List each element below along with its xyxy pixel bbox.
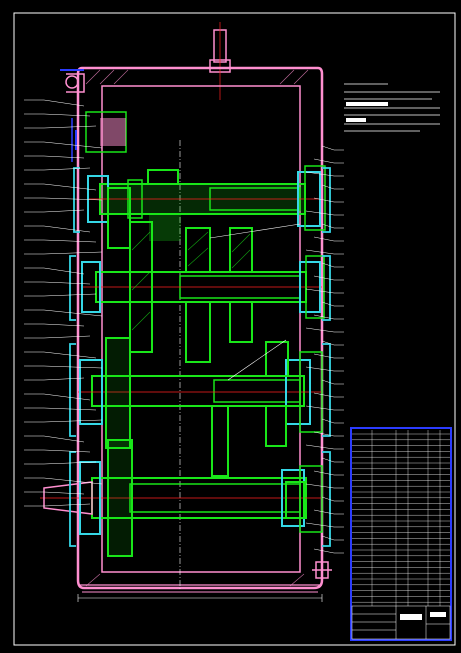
leader-lines-right bbox=[305, 145, 344, 554]
leader-line bbox=[43, 239, 97, 243]
leader-line bbox=[313, 236, 335, 242]
leader-line bbox=[43, 477, 103, 485]
leader-line bbox=[43, 197, 103, 201]
gear-4a bbox=[107, 439, 305, 557]
leader-line bbox=[43, 323, 85, 327]
leader-line bbox=[43, 393, 91, 401]
leader-line bbox=[313, 353, 335, 359]
leader-line bbox=[305, 366, 335, 372]
parts-list-table bbox=[350, 427, 452, 641]
leader-line bbox=[305, 444, 335, 450]
leader-line bbox=[321, 145, 335, 151]
leader-line bbox=[43, 225, 91, 233]
leader-line bbox=[43, 167, 91, 171]
leader-line bbox=[321, 340, 335, 346]
gear-3a bbox=[105, 337, 289, 477]
leader-line bbox=[321, 301, 335, 307]
leader-line bbox=[43, 309, 103, 317]
leader-line bbox=[313, 431, 335, 437]
gear-2a bbox=[129, 221, 301, 363]
leader-line bbox=[305, 405, 335, 411]
leader-line bbox=[43, 377, 85, 381]
leader-line bbox=[313, 314, 335, 320]
leader-line bbox=[43, 99, 85, 107]
leader-line bbox=[43, 365, 103, 369]
leader-line bbox=[43, 183, 97, 191]
leader-line bbox=[305, 249, 335, 255]
leader-line bbox=[305, 210, 335, 216]
leader-line bbox=[305, 288, 335, 294]
breather-plug bbox=[209, 22, 231, 100]
leader-line bbox=[43, 155, 85, 159]
lifting-lug bbox=[60, 69, 85, 93]
leader-line bbox=[313, 392, 335, 398]
leader-line bbox=[43, 449, 91, 453]
leader-line bbox=[321, 535, 335, 541]
shaft-4 bbox=[40, 461, 323, 535]
leader-line bbox=[43, 209, 85, 213]
left-bearing-covers bbox=[69, 118, 80, 547]
leader-line bbox=[43, 461, 97, 465]
shaft-3 bbox=[78, 351, 323, 433]
gear-1a bbox=[107, 169, 181, 249]
title-block bbox=[351, 605, 451, 640]
leader-line bbox=[43, 419, 103, 423]
leader-line bbox=[43, 267, 85, 275]
leader-line bbox=[305, 327, 335, 333]
leader-line bbox=[313, 548, 335, 554]
leader-line bbox=[43, 281, 91, 285]
leader-line bbox=[43, 407, 97, 411]
leader-line bbox=[321, 262, 335, 268]
leader-line bbox=[43, 141, 103, 149]
leader-line bbox=[43, 125, 97, 129]
leader-line bbox=[321, 379, 335, 385]
leader-line bbox=[313, 470, 335, 476]
shaft-2 bbox=[81, 255, 325, 319]
leader-line bbox=[305, 483, 335, 489]
leader-line bbox=[43, 351, 97, 359]
leader-line bbox=[321, 223, 335, 229]
leader-line bbox=[43, 491, 85, 495]
leader-line bbox=[313, 275, 335, 281]
right-bearing-covers bbox=[322, 167, 331, 547]
drain-plug bbox=[312, 561, 332, 579]
leader-line bbox=[43, 293, 97, 297]
technical-notes-block bbox=[344, 83, 440, 132]
overall-width-dimension bbox=[77, 594, 323, 602]
leader-line bbox=[313, 509, 335, 515]
leader-line bbox=[43, 435, 85, 443]
drawing-frame bbox=[13, 12, 456, 646]
leader-line bbox=[305, 522, 335, 528]
leader-line bbox=[43, 503, 91, 507]
leader-line bbox=[313, 158, 335, 164]
gear-2-hatch bbox=[131, 231, 251, 331]
leader-line bbox=[321, 457, 335, 463]
leader-line bbox=[305, 171, 335, 177]
housing-hatch bbox=[85, 69, 309, 587]
leader-line bbox=[43, 251, 103, 255]
leader-line bbox=[321, 184, 335, 190]
leader-line bbox=[321, 496, 335, 502]
leader-line bbox=[43, 335, 91, 339]
leader-line bbox=[43, 113, 91, 117]
leader-line bbox=[321, 418, 335, 424]
leader-line bbox=[313, 197, 335, 203]
leader-lines-left bbox=[24, 99, 103, 507]
shaft-1 bbox=[85, 111, 326, 231]
